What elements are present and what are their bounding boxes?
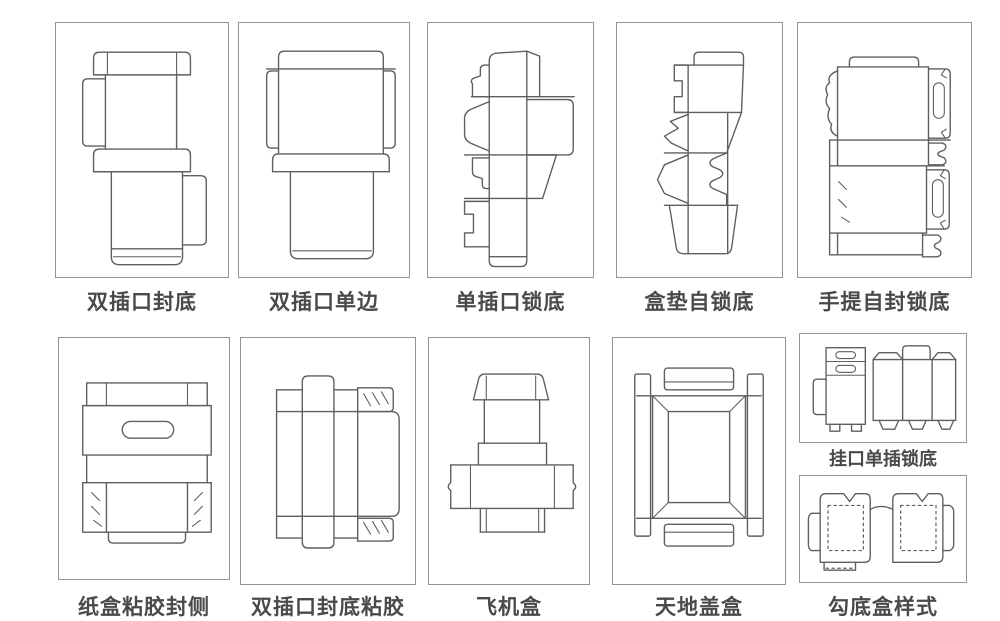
- panel-hang-hole-single-tuck-lock-bottom: [799, 333, 967, 443]
- label-hang-hole-single-tuck-lock-bottom: 挂口单插锁底: [829, 449, 937, 469]
- label-carton-glue-side-seal: 纸盒粘胶封侧: [78, 596, 210, 619]
- dieline-airplane-box-drawing: [447, 373, 577, 533]
- panel-handle-self-seal-lock-bottom: [797, 22, 972, 278]
- panel-box-pad-self-lock-bottom: [616, 22, 783, 278]
- dieline-handle-self-seal-lock-bottom-drawing: [825, 56, 951, 258]
- dieline-double-tuck-single-side-drawing: [265, 50, 396, 260]
- panel-hook-bottom-box-style: [799, 475, 967, 583]
- dieline-double-tuck-seal-bottom-glue-drawing: [275, 375, 400, 549]
- dieline-box-pad-self-lock-bottom-drawing: [656, 51, 745, 255]
- label-lid-and-base-box: 天地盖盒: [655, 596, 743, 619]
- dieline-double-tuck-seal-bottom-drawing: [81, 51, 207, 266]
- panel-carton-glue-side-seal: [58, 337, 230, 580]
- dieline-hook-bottom-box-style-drawing: [807, 492, 955, 571]
- label-double-tuck-single-side: 双插口单边: [269, 291, 379, 314]
- panel-double-tuck-single-side: [238, 22, 410, 278]
- panel-double-tuck-seal-bottom: [55, 22, 229, 278]
- label-box-pad-self-lock-bottom: 盒垫自锁底: [644, 291, 755, 314]
- dieline-carton-glue-side-seal-drawing: [82, 382, 212, 544]
- label-double-tuck-seal-bottom: 双插口封底: [87, 291, 197, 314]
- label-hook-bottom-box-style: 勾底盒样式: [828, 596, 938, 619]
- label-airplane-box: 飞机盒: [476, 596, 542, 619]
- dieline-lid-and-base-box-drawing: [634, 367, 764, 547]
- label-single-tuck-lock-bottom: 单插口锁底: [455, 291, 566, 314]
- panel-lid-and-base-box: [612, 337, 786, 585]
- panel-double-tuck-seal-bottom-glue: [240, 337, 416, 585]
- label-double-tuck-seal-bottom-glue: 双插口封底粘胶: [251, 596, 405, 619]
- panel-airplane-box: [428, 337, 590, 585]
- dieline-hang-hole-single-tuck-lock-bottom-drawing: [812, 345, 957, 432]
- dieline-single-tuck-lock-bottom-drawing: [463, 50, 575, 268]
- panel-single-tuck-lock-bottom: [427, 22, 594, 278]
- label-handle-self-seal-lock-bottom: 手提自封锁底: [818, 291, 951, 314]
